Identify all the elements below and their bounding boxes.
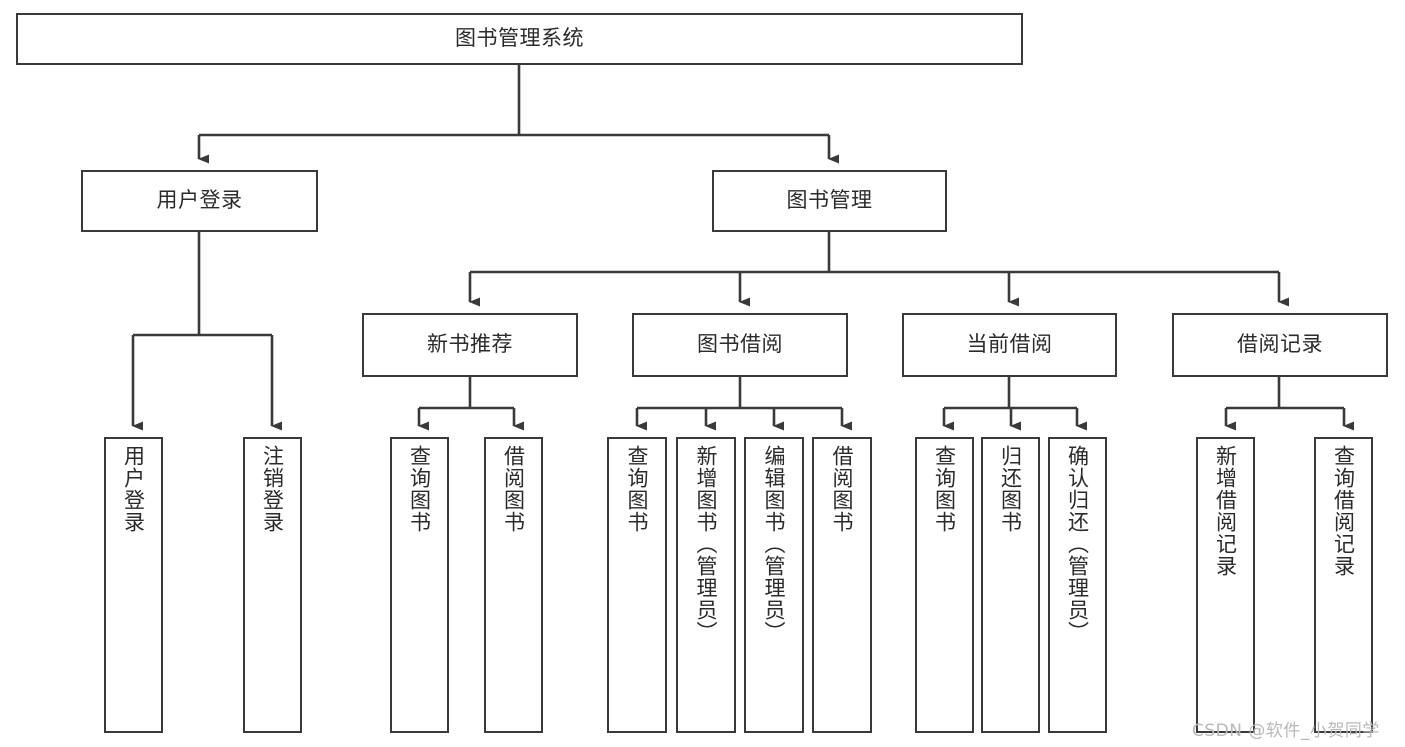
node-label: 借阅图书 bbox=[501, 445, 526, 533]
node-label: 注销登录 bbox=[260, 445, 285, 533]
node-leaf-3: 借阅图书 bbox=[484, 437, 543, 733]
node-label: 用户登录 bbox=[121, 445, 146, 533]
node-label: 图书管理 bbox=[786, 188, 873, 213]
node-leaf-2: 查询图书 bbox=[390, 437, 449, 733]
node-leaf-10: 确认归还（管理员） bbox=[1048, 437, 1107, 733]
node-level3-3: 借阅记录 bbox=[1172, 313, 1388, 377]
node-label: 新增图书（管理员） bbox=[694, 445, 719, 643]
node-level2-1: 图书管理 bbox=[712, 170, 947, 232]
node-label: 新增借阅记录 bbox=[1213, 445, 1238, 577]
node-label: 当前借阅 bbox=[966, 332, 1053, 357]
node-leaf-9: 归还图书 bbox=[981, 437, 1040, 733]
node-label: 新书推荐 bbox=[427, 332, 513, 357]
node-level2-0: 用户登录 bbox=[81, 170, 318, 232]
node-label: 确认归还（管理员） bbox=[1065, 445, 1090, 643]
node-label: 查询图书 bbox=[407, 445, 432, 533]
node-leaf-1: 注销登录 bbox=[243, 437, 302, 733]
node-label: 借阅图书 bbox=[830, 445, 855, 533]
node-leaf-5: 新增图书（管理员） bbox=[676, 437, 736, 733]
node-level3-0: 新书推荐 bbox=[362, 313, 578, 377]
node-level3-2: 当前借阅 bbox=[902, 313, 1117, 377]
node-leaf-8: 查询图书 bbox=[915, 437, 974, 733]
node-label: 查询图书 bbox=[932, 445, 957, 533]
node-label: 查询借阅记录 bbox=[1331, 445, 1356, 577]
node-leaf-0: 用户登录 bbox=[104, 437, 163, 733]
node-leaf-7: 借阅图书 bbox=[812, 437, 872, 733]
node-leaf-12: 查询借阅记录 bbox=[1314, 437, 1373, 733]
node-root-0: 图书管理系统 bbox=[16, 13, 1023, 65]
node-label: 图书借阅 bbox=[697, 332, 783, 357]
node-label: 编辑图书（管理员） bbox=[762, 445, 787, 643]
node-leaf-6: 编辑图书（管理员） bbox=[744, 437, 804, 733]
node-label: 查询图书 bbox=[625, 445, 650, 533]
node-label: 归还图书 bbox=[998, 445, 1023, 533]
csdn-watermark: CSDN @软件_小贺同学 bbox=[1192, 721, 1380, 741]
node-label: 用户登录 bbox=[156, 188, 243, 213]
node-leaf-11: 新增借阅记录 bbox=[1196, 437, 1255, 733]
node-label: 借阅记录 bbox=[1237, 332, 1323, 357]
node-label: 图书管理系统 bbox=[455, 26, 584, 51]
node-leaf-4: 查询图书 bbox=[607, 437, 667, 733]
node-level3-1: 图书借阅 bbox=[632, 313, 848, 377]
